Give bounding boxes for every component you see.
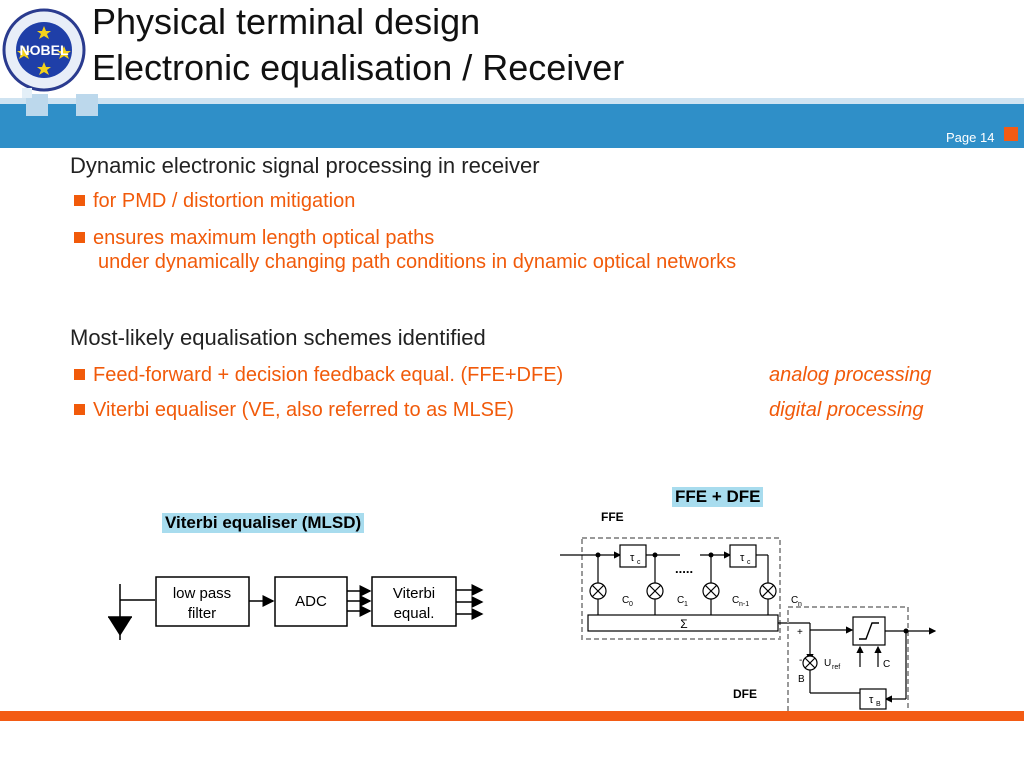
coef-subscript: 0 <box>629 601 633 608</box>
ffe-dfe-block-diagram: FFE τ c ..... τ c C 0 C 1 C n-1 C n Σ <box>560 510 937 716</box>
decision-block <box>852 616 886 646</box>
viterbi-label: equal. <box>394 605 435 622</box>
viterbi-block-diagram: low pass filter ADC Viterbi equal. <box>108 576 484 640</box>
viterbi-block <box>371 576 457 627</box>
coef-subscript: 1 <box>684 601 688 608</box>
coef-label: C <box>732 595 739 606</box>
coef-label: C <box>677 595 684 606</box>
bullet-item: Viterbi equaliser (VE, also referred to … <box>74 399 514 422</box>
delay-subscript: B <box>876 701 881 708</box>
nobel-logo: NOBEL <box>2 8 86 92</box>
dfe-delay-block <box>859 688 887 710</box>
bullet-item: for PMD / distortion mitigation <box>74 190 355 213</box>
delay-block <box>619 544 647 568</box>
section1-heading: Dynamic electronic signal processing in … <box>70 153 540 178</box>
coef-subscript: n-1 <box>739 601 749 608</box>
delay-subscript: c <box>637 559 641 566</box>
band-square <box>26 94 48 116</box>
dfe-label: DFE <box>733 687 757 701</box>
title-line-1: Physical terminal design <box>92 1 481 42</box>
viterbi-label: Viterbi <box>393 585 435 602</box>
bullet-text: Viterbi equaliser (VE, also referred to … <box>93 399 514 421</box>
lowpass-filter-label: filter <box>188 605 216 622</box>
header-band-light <box>0 98 1024 106</box>
dots: ..... <box>675 561 693 576</box>
bullet-marker <box>74 232 85 243</box>
b-label: B <box>798 674 805 685</box>
ffe-region <box>581 537 781 640</box>
delay-subscript: c <box>747 559 751 566</box>
bullet-marker <box>74 404 85 415</box>
coef-label: C <box>791 595 798 606</box>
bullet-continuation: under dynamically changing path conditio… <box>98 251 737 273</box>
delay-block <box>729 544 757 568</box>
c-label: C <box>883 659 890 670</box>
bullet-marker <box>74 369 85 380</box>
ffe-dfe-caption: FFE + DFE <box>672 487 764 507</box>
delay-symbol: τ <box>630 552 635 564</box>
band-square <box>22 88 32 98</box>
adc-label: ADC <box>295 593 327 610</box>
lowpass-filter-block <box>155 576 250 627</box>
section2-heading: Most-likely equalisation schemes identif… <box>70 325 486 350</box>
logo-text: NOBEL <box>20 42 69 58</box>
photodiode-icon <box>108 617 132 636</box>
delay-symbol: τ <box>740 552 745 564</box>
coef-label: C <box>622 595 629 606</box>
uref-subscript: ref <box>832 664 840 671</box>
footer-bar <box>0 711 1024 721</box>
bullet-note: digital processing <box>769 399 924 421</box>
page-marker <box>1004 127 1018 141</box>
lowpass-filter-label: low pass <box>173 585 231 602</box>
bullet-marker <box>74 195 85 206</box>
sum-symbol: Σ <box>680 617 687 631</box>
band-square <box>76 94 98 116</box>
bullet-text: Feed-forward + decision feedback equal. … <box>93 364 564 386</box>
bullet-item: ensures maximum length optical paths <box>74 227 434 250</box>
bullet-text: ensures maximum length optical paths <box>93 227 435 249</box>
viterbi-caption: Viterbi equaliser (MLSD) <box>162 513 365 533</box>
bullet-note: analog processing <box>769 364 932 386</box>
ffe-label: FFE <box>601 510 624 524</box>
bullet-text: for PMD / distortion mitigation <box>93 190 356 212</box>
title-line-2: Electronic equalisation / Receiver <box>92 47 625 88</box>
adc-block <box>274 576 348 627</box>
delay-symbol: τ <box>869 694 874 706</box>
bullet-item: Feed-forward + decision feedback equal. … <box>74 364 563 387</box>
plus-label: + <box>797 627 803 638</box>
coef-subscript: n <box>798 601 802 608</box>
uref-label: U <box>824 658 831 669</box>
header-band <box>0 88 1024 148</box>
minus-label: - <box>799 655 802 666</box>
page-number: Page 14 <box>946 130 995 145</box>
